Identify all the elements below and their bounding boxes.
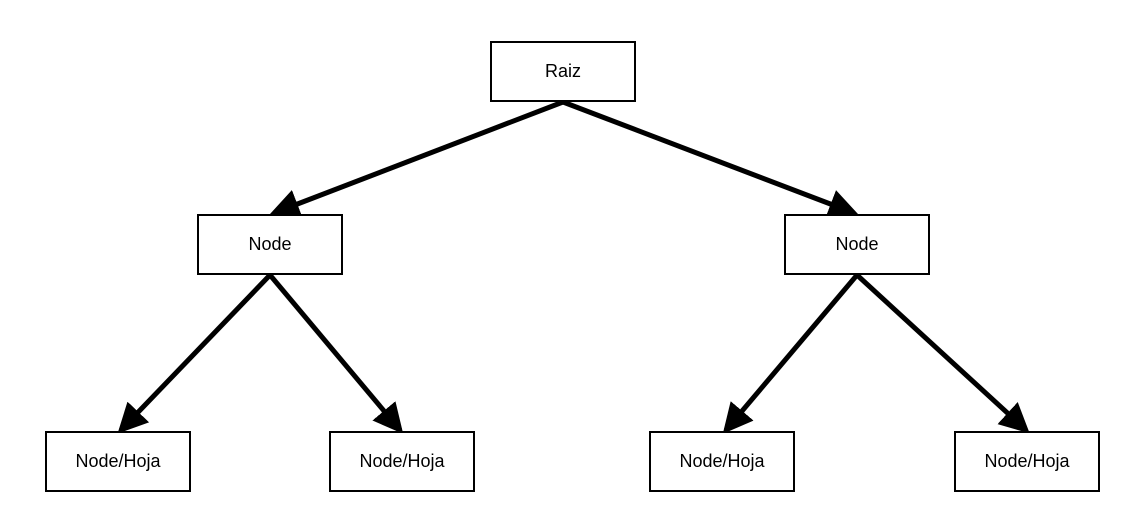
leaf-node-3: Node/Hoja	[649, 431, 795, 492]
leaf-node-3-label: Node/Hoja	[679, 451, 765, 471]
edge-node-right-to-leaf-4	[855, 273, 1030, 434]
leaf-node-1-label: Node/Hoja	[75, 451, 161, 471]
root-node: Raiz	[490, 41, 636, 102]
edge-root-to-node-right	[562, 99, 859, 219]
node-left-label: Node	[248, 234, 292, 254]
leaf-node-2-label: Node/Hoja	[359, 451, 445, 471]
leaf-node-2: Node/Hoja	[329, 431, 475, 492]
edge-root-to-node-left	[269, 99, 564, 219]
edge-node-left-to-leaf-2	[268, 273, 404, 434]
leaf-node-4-label: Node/Hoja	[984, 451, 1070, 471]
node-right: Node	[784, 214, 930, 275]
leaf-node-1: Node/Hoja	[45, 431, 191, 492]
node-right-label: Node	[835, 234, 879, 254]
edge-node-left-to-leaf-1	[117, 273, 272, 434]
node-left: Node	[197, 214, 343, 275]
root-node-label: Raiz	[544, 61, 581, 81]
leaf-node-4: Node/Hoja	[954, 431, 1100, 492]
edge-node-right-to-leaf-3	[722, 273, 859, 434]
